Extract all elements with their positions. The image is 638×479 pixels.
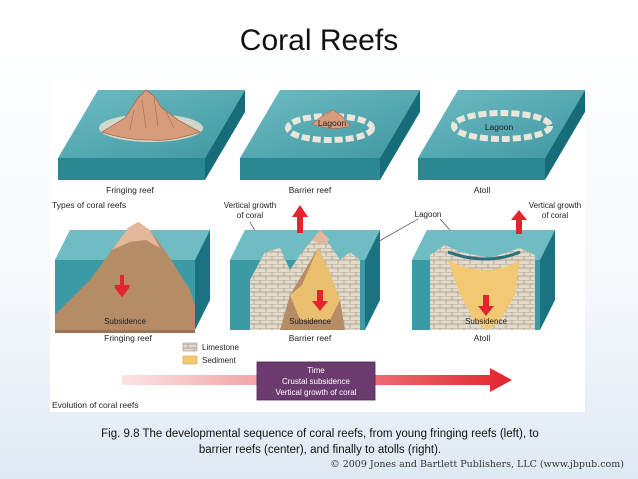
lagoon-label: Lagoon (415, 210, 442, 219)
legend: Limestone Sediment (182, 342, 239, 365)
top-atoll-label: Atoll (474, 185, 491, 195)
timeline-box (256, 361, 376, 401)
atoll-block (418, 90, 585, 180)
top-barrier-label: Barrier reef (289, 185, 332, 195)
sediment-legend-label: Sediment (202, 356, 237, 365)
barrier-reef-block (240, 90, 420, 180)
bottom-atoll-label: Atoll (474, 333, 491, 343)
caption-line-2: barrier reefs (center), and finally to a… (198, 444, 442, 456)
caption-line-1: Fig. 9.8 The developmental sequence of c… (101, 428, 539, 440)
bottom-barrier-label: Barrier reef (289, 333, 332, 343)
evolution-fringing-block (55, 222, 210, 333)
sediment-swatch (182, 355, 198, 365)
coral-reef-diagram: Lagoon Lagoon Fringing reef Barrier reef… (52, 89, 585, 410)
atoll-lagoon-label: Lagoon (485, 122, 514, 132)
vertical-growth-right-line2: of coral (542, 211, 568, 220)
figure-caption: Fig. 9.8 The developmental sequence of c… (60, 426, 580, 458)
fringing-reef-block (58, 89, 245, 180)
timeline-arrow: Time Crustal subsidence Vertical growth … (122, 361, 512, 401)
bottom-fringing-label: Fringing reef (104, 333, 152, 343)
timeline-vertical-growth: Vertical growth of coral (276, 388, 357, 397)
subsidence-label-2: Subsidence (289, 317, 331, 326)
timeline-crustal-subsidence: Crustal subsidence (282, 377, 351, 386)
vertical-growth-left-line1: Vertical growth (224, 201, 276, 210)
top-fringing-label: Fringing reef (106, 185, 154, 195)
copyright-notice: © 2009 Jones and Bartlett Publishers, LL… (330, 459, 624, 470)
slide-title: Coral Reefs (239, 24, 399, 57)
subsidence-label-3: Subsidence (465, 317, 507, 326)
vertical-growth-left-line2: of coral (237, 211, 263, 220)
limestone-legend-label: Limestone (202, 343, 239, 352)
coral-reef-figure: Lagoon Lagoon Fringing reef Barrier reef… (50, 80, 585, 412)
subsidence-label-1: Subsidence (104, 317, 146, 326)
limestone-swatch (182, 342, 198, 352)
evolution-barrier-block (230, 205, 380, 330)
types-section-label: Types of coral reefs (52, 200, 126, 210)
barrier-lagoon-label: Lagoon (318, 118, 347, 128)
evolution-atoll-block (412, 210, 555, 330)
timeline-time: Time (307, 366, 325, 375)
vertical-growth-right-line1: Vertical growth (529, 201, 581, 210)
evolution-section-label: Evolution of coral reefs (52, 400, 138, 410)
